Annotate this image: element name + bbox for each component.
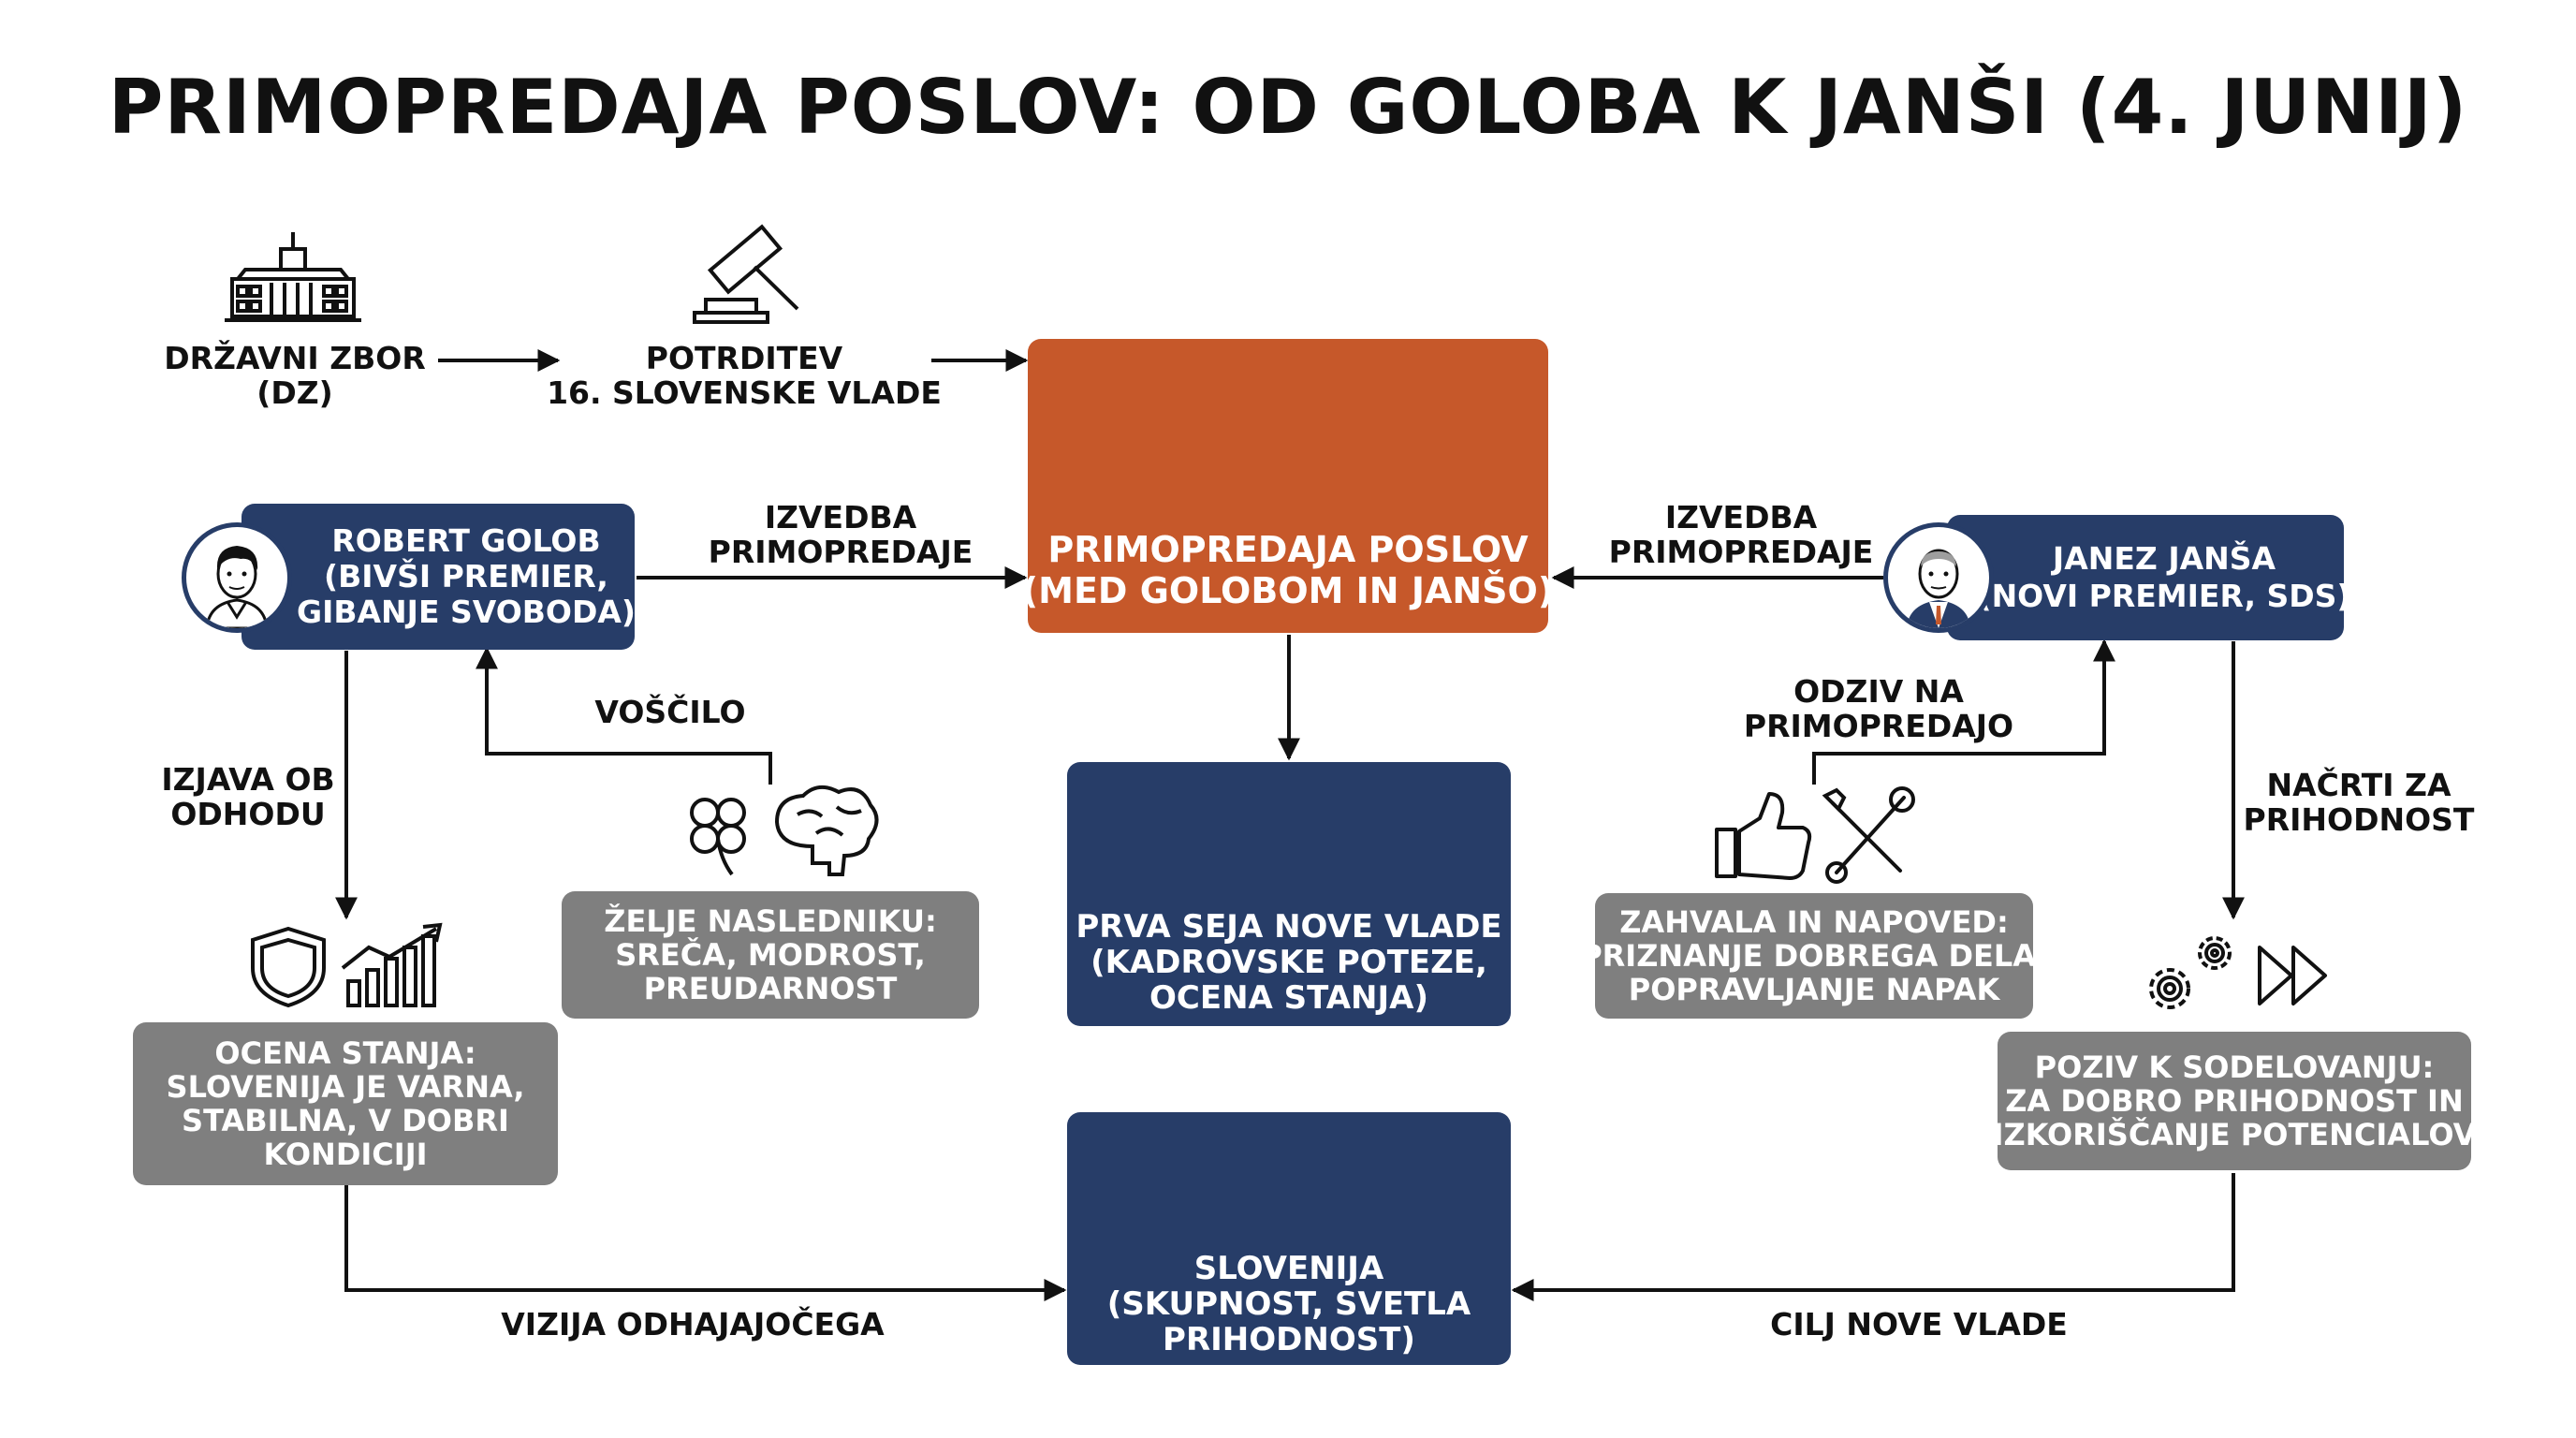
- golob-portrait-icon: [182, 522, 292, 633]
- growth-chart-icon: [341, 922, 443, 1007]
- dz-label: DRŽAVNI ZBOR(DZ): [164, 340, 426, 411]
- parliament-icon: [225, 232, 361, 322]
- tools-icon: [1822, 786, 1915, 884]
- clover-icon: [690, 798, 746, 876]
- gears-icon: [2149, 936, 2232, 1009]
- diagram-title: PRIMOPREDAJA POSLOV: OD GOLOBA K JANŠI (…: [108, 64, 2468, 151]
- thanks-box: ZAHVALA IN NAPOVED: PRIZNANJE DOBREGA DE…: [1580, 893, 2048, 1019]
- first-session-box: PRVA SEJA NOVE VLADE (KADROVSKE POTEZE, …: [1067, 762, 1511, 1026]
- edge-label-outgoing-vision: VIZIJA ODHAJAJOČEGA: [501, 1306, 885, 1343]
- arrow-wishes-to-golob: [476, 646, 772, 785]
- brain-icon: [774, 785, 879, 876]
- edge-label-new-goal: CILJ NOVE VLADE: [1770, 1306, 2068, 1343]
- shield-icon: [251, 926, 326, 1008]
- edge-label-congratulation: VOŠČILO: [594, 694, 746, 730]
- gavel-icon: [693, 224, 799, 324]
- jansa-box: JANEZ JANŠA (NOVI PREMIER, SDS): [1947, 515, 2351, 640]
- assessment-box: OCENA STANJA: SLOVENIJA JE VARNA, STABIL…: [133, 1022, 558, 1185]
- thumbs-up-icon: [1715, 792, 1812, 880]
- arrow-thanks-to-jansa: [1812, 638, 2115, 785]
- handover-box: PRIMOPREDAJA POSLOV (MED GOLOBOM IN JANŠ…: [1022, 339, 1554, 633]
- arrow-call-to-slovenia: [1511, 1173, 2235, 1301]
- arrow-assessment-to-slovenia: [344, 1184, 1067, 1301]
- call-box: POZIV K SODELOVANJU: ZA DOBRO PRIHODNOST…: [1993, 1032, 2476, 1170]
- jansa-portrait-icon: [1883, 522, 1994, 633]
- golob-box: ROBERT GOLOB (BIVŠI PREMIER, GIBANJE SVO…: [242, 504, 636, 650]
- fast-forward-icon: [2258, 946, 2327, 1005]
- wishes-box: ŽELJE NASLEDNIKU: SREČA, MODROST, PREUDA…: [562, 891, 979, 1019]
- slovenia-box: SLOVENIJA (SKUPNOST, SVETLA PRIHODNOST): [1067, 1112, 1511, 1365]
